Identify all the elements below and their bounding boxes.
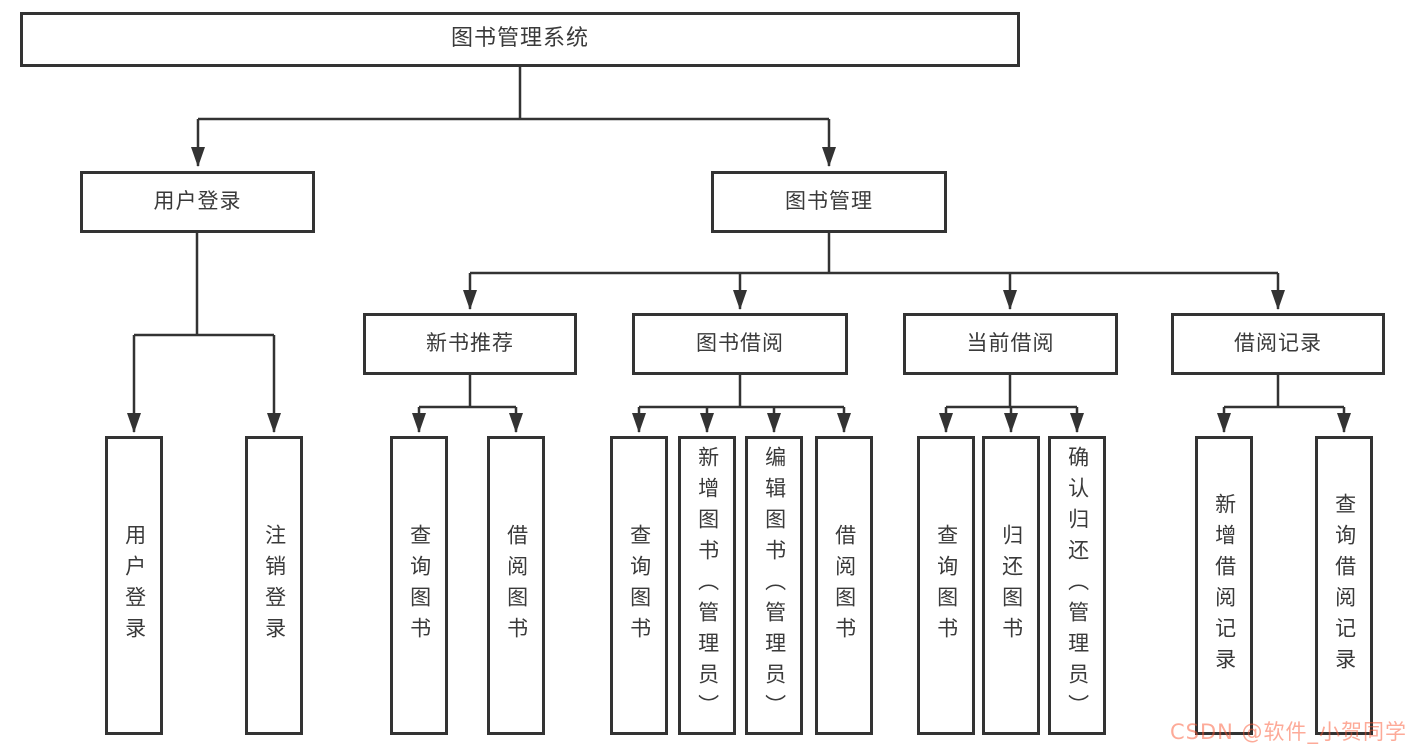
node-book-borrowing: 图书借阅: [632, 313, 848, 375]
connector-borrow-record: [1217, 375, 1351, 433]
leaf-borrowing-add-books-admin: 新增图书（管理员）: [678, 436, 736, 735]
leaf-user-login: 用户登录: [105, 436, 163, 735]
leaf-current-confirm-return-admin: 确认归还（管理员）: [1048, 436, 1106, 735]
connector-current-borrow: [939, 375, 1084, 433]
node-book-management: 图书管理: [711, 171, 947, 233]
leaf-current-return-books: 归还图书: [982, 436, 1040, 735]
leaf-logout: 注销登录: [245, 436, 303, 735]
leaf-current-query-books: 查询图书: [917, 436, 975, 735]
connector-user-login: [127, 233, 281, 433]
node-current-borrowing: 当前借阅: [903, 313, 1118, 375]
node-borrowing-records: 借阅记录: [1171, 313, 1385, 375]
csdn-watermark: CSDN @软件_小贺同学: [1170, 720, 1405, 744]
node-user-login: 用户登录: [80, 171, 315, 233]
node-new-book-recommend: 新书推荐: [363, 313, 577, 375]
leaf-records-query-borrow-record: 查询借阅记录: [1315, 436, 1373, 735]
connector-new-book: [412, 375, 523, 433]
leaf-records-add-borrow-record: 新增借阅记录: [1195, 436, 1253, 735]
leaf-borrowing-borrow-books: 借阅图书: [815, 436, 873, 735]
connector-book-borrow: [632, 375, 851, 433]
leaf-borrowing-edit-books-admin: 编辑图书（管理员）: [745, 436, 803, 735]
leaf-newbook-borrow-books: 借阅图书: [487, 436, 545, 735]
connector-root: [191, 67, 836, 167]
node-root-system: 图书管理系统: [20, 12, 1020, 67]
connector-book-mgmt: [463, 233, 1285, 310]
leaf-borrowing-query-books: 查询图书: [610, 436, 668, 735]
leaf-newbook-query-books: 查询图书: [390, 436, 448, 735]
